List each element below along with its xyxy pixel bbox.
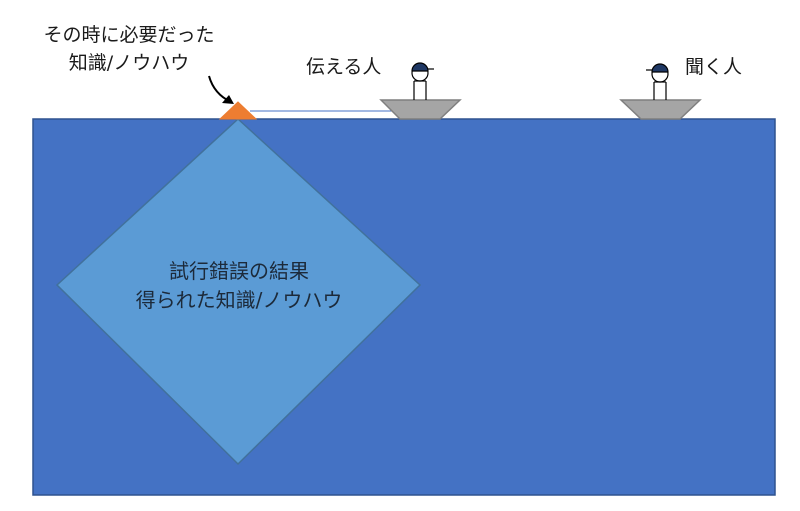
teller-boat bbox=[379, 99, 462, 120]
pointer-arrowhead bbox=[222, 95, 234, 104]
teller-label: 伝える人 bbox=[306, 56, 382, 78]
iceberg-body-line1: 試行錯誤の結果 bbox=[169, 259, 309, 283]
listener-person-icon bbox=[646, 63, 669, 100]
iceberg-tip bbox=[218, 101, 258, 120]
tip-label-line2: 知識/ノウハウ bbox=[68, 52, 190, 74]
tip-label: その時に必要だった 知識/ノウハウ bbox=[20, 23, 238, 75]
teller-person-icon bbox=[411, 62, 434, 100]
iceberg-body-label: 試行錯誤の結果 得られた知識/ノウハウ bbox=[108, 257, 370, 315]
tip-label-line1: その時に必要だった bbox=[43, 24, 215, 46]
iceberg-body-line2: 得られた知識/ノウハウ bbox=[135, 288, 343, 312]
listener-label: 聞く人 bbox=[685, 56, 743, 78]
iceberg-diamond bbox=[55, 117, 422, 466]
listener-boat bbox=[619, 99, 702, 120]
